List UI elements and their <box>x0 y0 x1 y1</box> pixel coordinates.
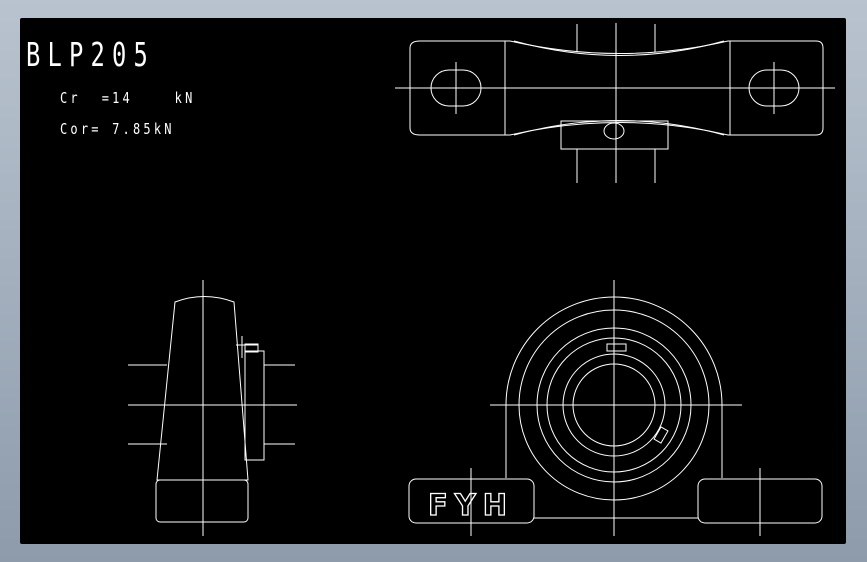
static-load-rating: Cor= 7.85kN <box>60 120 175 138</box>
cad-viewport[interactable]: FYH BLP205 Cr =14 kN Cor= 7.85kN <box>20 18 846 544</box>
drawing-canvas: FYH <box>128 23 835 536</box>
top-view-housing-upper <box>513 40 725 56</box>
grease-fitting <box>603 122 625 140</box>
front-view: FYH <box>408 280 823 536</box>
model-title: BLP205 <box>26 35 156 74</box>
top-view-outline <box>409 40 824 136</box>
dynamic-load-rating: Cr =14 kN <box>60 89 196 107</box>
top-view <box>395 23 835 183</box>
side-view <box>128 280 297 536</box>
grease-boss <box>560 120 669 150</box>
side-view-base <box>155 479 249 523</box>
brand-mark: FYH <box>428 488 514 522</box>
side-view-body <box>156 296 249 481</box>
